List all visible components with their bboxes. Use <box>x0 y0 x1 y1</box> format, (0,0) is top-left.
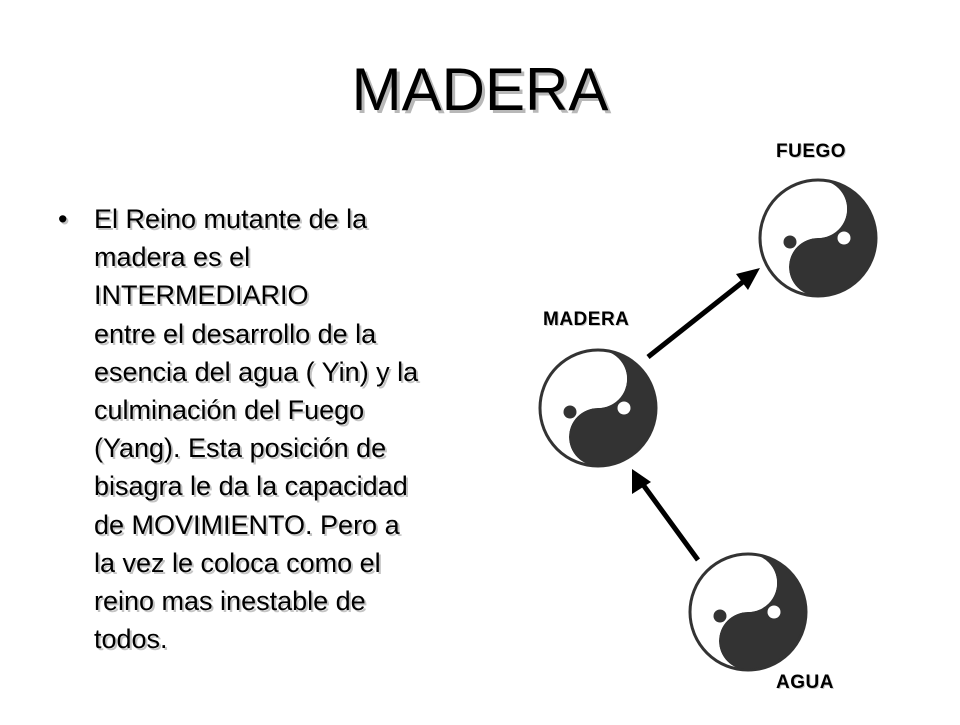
yin-yang-icon <box>688 552 808 672</box>
bullet-line: de MOVIMIENTO. Pero a <box>94 509 400 540</box>
bullet-line: culminación del Fuego <box>94 395 365 426</box>
yin-yang-icon <box>758 178 878 298</box>
label-madera: MADERA <box>543 309 630 330</box>
bullet-line: (Yang). Esta posición de <box>94 433 387 464</box>
bullet-line: madera es el <box>94 242 251 273</box>
bullet-line: El Reino mutante de la <box>94 204 368 234</box>
label-agua: AGUA <box>776 672 834 693</box>
arrow-icon <box>646 268 760 359</box>
bullet-line: la vez le coloca como el <box>94 547 381 578</box>
bullet-text: El Reino mutante de la madera es el INTE… <box>94 200 504 658</box>
yin-yang-icon <box>538 348 658 468</box>
bullet-line: bisagra le da la capacidad <box>94 471 408 502</box>
label-fuego: FUEGO <box>776 141 847 162</box>
arrow-icon <box>632 469 701 562</box>
bullet-line: todos. <box>94 624 168 655</box>
bullet-line: reino mas inestable de <box>94 586 366 617</box>
bullet-line: INTERMEDIARIO <box>94 280 309 311</box>
bullet-marker: • <box>58 204 68 234</box>
bullet-line: esencia del agua ( Yin) y la <box>94 356 419 387</box>
bullet-line: entre el desarrollo de la <box>94 318 377 349</box>
slide-title: MADERA <box>351 56 609 123</box>
